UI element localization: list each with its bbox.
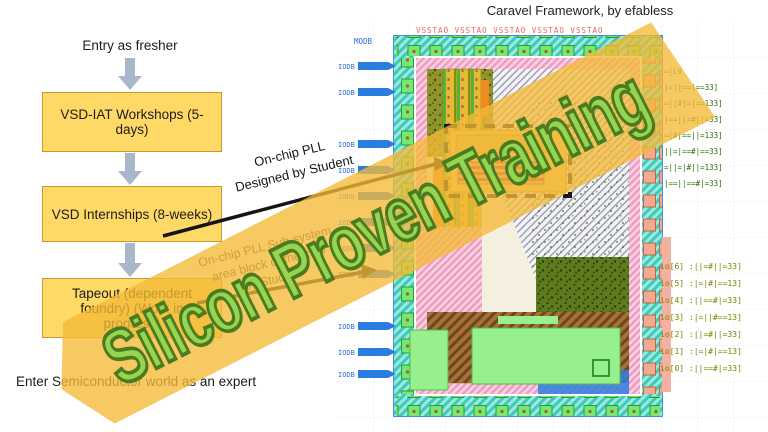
svg-text:IODB: IODB bbox=[338, 371, 355, 379]
svg-text:io[2] :||=#||=33]: io[2] :||=#||=33] bbox=[660, 330, 742, 339]
flow-arrow-2 bbox=[118, 153, 142, 185]
svg-text:io[0] :||==#|=33]: io[0] :||==#|=33] bbox=[660, 364, 742, 373]
svg-text:IODB: IODB bbox=[338, 89, 355, 97]
chip-corner-label: MODB bbox=[354, 37, 373, 46]
chip-sram-block bbox=[471, 327, 621, 385]
chip-title: Caravel Framework, by efabless bbox=[486, 3, 674, 18]
svg-text:=||=|#||=133]: =||=|#||=133] bbox=[664, 163, 723, 172]
svg-text:||=|==#|==33]: ||=|==#|==33] bbox=[664, 147, 723, 156]
flow-box-workshops: VSD-IAT Workshops (5-days) bbox=[42, 92, 222, 152]
svg-text:IODB: IODB bbox=[338, 323, 355, 331]
svg-text:io[3] :|=||#==13]: io[3] :|=||#==13] bbox=[660, 313, 742, 322]
svg-text:io[5] :|=|#|==13]: io[5] :|=|#|==13] bbox=[660, 279, 742, 288]
svg-text:|==||==#|=33]: |==||==#|=33] bbox=[664, 179, 723, 188]
flow-entry-label: Entry as fresher bbox=[82, 38, 178, 53]
flow-box-internships: VSD Internships (8-weeks) bbox=[42, 186, 222, 242]
svg-text:IODB: IODB bbox=[338, 141, 355, 149]
svg-text:IODB: IODB bbox=[338, 349, 355, 357]
svg-text:=|#|==||=133]: =|#|==||=133] bbox=[664, 131, 723, 140]
svg-text:io[6] :||=#||=33]: io[6] :||=#||=33] bbox=[660, 262, 742, 271]
flow-arrow-3 bbox=[118, 243, 142, 277]
chip-power-rail-labels: VSSTAO VSSTAO VSSTAO VSSTAO VSSTAO bbox=[416, 26, 604, 35]
svg-text:io[1] :|=|#|==13]: io[1] :|=|#|==13] bbox=[660, 347, 742, 356]
svg-text:IODB: IODB bbox=[338, 63, 355, 71]
flow-arrow-1 bbox=[118, 58, 142, 90]
svg-text:io[4] :||==#|=33]: io[4] :||==#|=33] bbox=[660, 296, 742, 305]
svg-text:IODB: IODB bbox=[338, 167, 355, 175]
chip-right-io-rows: io[6] :||=#||=33] io[5] :|=|#|==13] io[4… bbox=[660, 262, 742, 373]
